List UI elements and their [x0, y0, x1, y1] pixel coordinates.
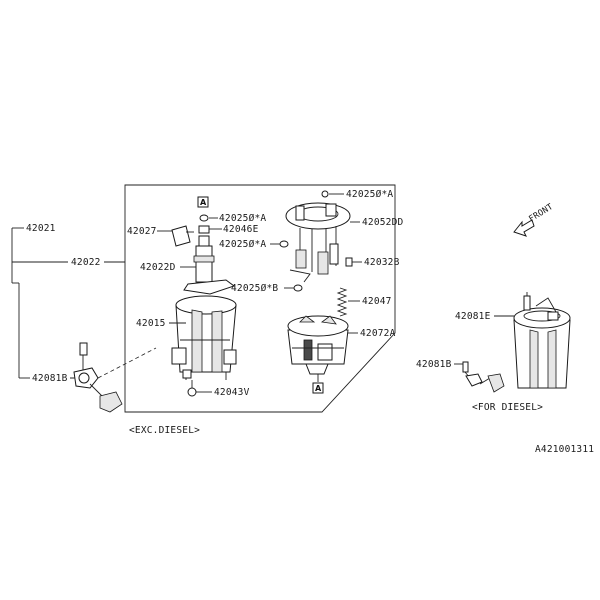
filter-housing [171, 295, 237, 380]
label-42081e: 42081E [455, 311, 491, 322]
pump-bracket [171, 225, 194, 247]
label-42021: 42021 [26, 223, 56, 234]
marker-a-top: A [197, 196, 209, 208]
marker-a-bottom-text: A [315, 384, 322, 393]
label-42025-a-1: 42025Ø*A [219, 213, 266, 224]
label-42081b-left: 42081B [32, 373, 68, 384]
label-42081b-right: 42081B [416, 359, 452, 370]
bolt-42043v [187, 380, 197, 397]
front-label: FRONT [527, 202, 555, 225]
left-bracket [11, 227, 125, 379]
label-42022d: 42022D [140, 262, 176, 273]
fuel-pump [183, 235, 236, 295]
label-42015: 42015 [136, 318, 166, 329]
diagram-id: A421001311 [535, 444, 594, 455]
lower-housing [287, 315, 349, 375]
label-42025-a-2: 42025Ø*A [219, 239, 266, 250]
caption-exc-diesel: <EXC.DIESEL> [129, 425, 200, 436]
diesel-module [513, 292, 571, 389]
marker-a-top-text: A [200, 198, 207, 207]
label-42046e: 42046E [223, 224, 259, 235]
marker-a-bottom: A [312, 382, 324, 394]
label-42052dd: 42052DD [362, 217, 404, 228]
front-arrow: FRONT [513, 202, 555, 237]
label-42027: 42027 [127, 226, 157, 237]
caption-for-diesel: <FOR DIESEL> [472, 402, 543, 413]
sender-unit-left [70, 342, 123, 413]
clip-42032b [345, 257, 353, 267]
label-42025-a-top: 42025Ø*A [346, 189, 393, 200]
label-42047: 42047 [362, 296, 392, 307]
label-42025-b: 42025Ø*B [231, 283, 278, 294]
label-42032b: 42032B [364, 257, 400, 268]
flange-unit [285, 190, 351, 283]
label-42022: 42022 [71, 257, 101, 268]
spring-42047 [336, 287, 348, 317]
label-42072a: 42072A [360, 328, 396, 339]
label-42043v: 42043V [214, 387, 250, 398]
sender-unit-right [462, 361, 505, 393]
assembly-frame [124, 184, 396, 413]
